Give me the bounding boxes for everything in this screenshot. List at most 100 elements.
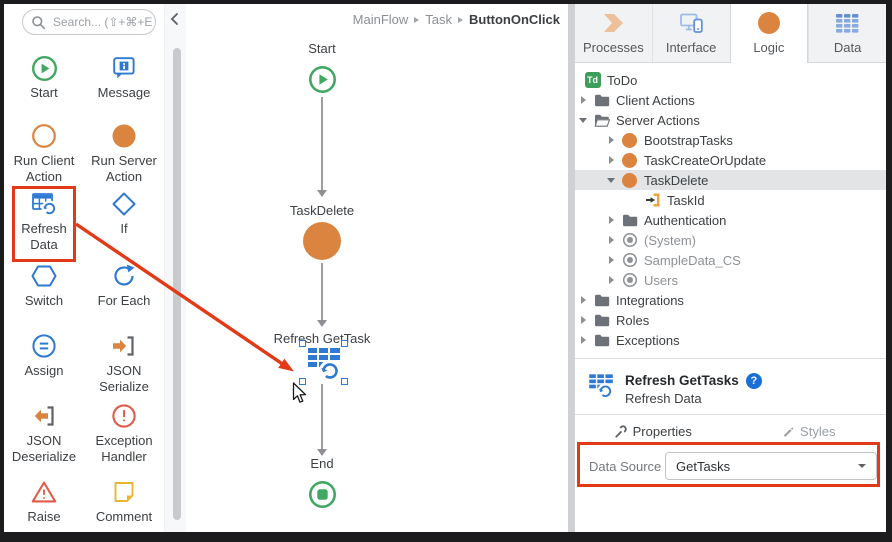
selection-handle[interactable] [341, 378, 348, 385]
selection-handle[interactable] [341, 340, 348, 347]
toolbox-grid: Start Message Run Client Action Run Serv… [4, 52, 164, 532]
reference-icon [621, 232, 638, 248]
tree-item-todo[interactable]: Td ToDo [575, 70, 886, 90]
tool-refresh-data[interactable]: Refresh Data [4, 188, 84, 260]
tree-item-taskcreateorupdate[interactable]: TaskCreateOrUpdate [575, 150, 886, 170]
search-input[interactable] [51, 14, 155, 30]
tool-run-client-action[interactable]: Run Client Action [4, 120, 84, 188]
tab-processes[interactable]: Processes [575, 4, 652, 62]
run-client-action-icon [31, 122, 57, 150]
tool-comment[interactable]: Comment [84, 476, 164, 532]
tab-styles[interactable]: Styles [731, 424, 887, 439]
tree-item-bootstraptasks[interactable]: BootstrapTasks [575, 130, 886, 150]
folder-icon [593, 92, 610, 108]
divider [575, 358, 886, 359]
node-refresh-gettask[interactable] [305, 347, 343, 387]
selection-handle[interactable] [299, 340, 306, 347]
expand-arrow-icon[interactable] [606, 134, 618, 146]
tool-start[interactable]: Start [4, 52, 84, 120]
tool-exception-handler[interactable]: Exception Handler [84, 400, 164, 476]
tree-item-users[interactable]: Users [575, 270, 886, 290]
expand-arrow-icon[interactable] [606, 234, 618, 246]
tree-item-sampledata-cs[interactable]: SampleData_CS [575, 250, 886, 270]
expand-arrow-icon[interactable] [606, 174, 618, 186]
expand-arrow-icon[interactable] [578, 294, 590, 306]
tool-label: Raise [27, 509, 61, 524]
tab-label: Data [833, 40, 862, 55]
tool-run-server-action[interactable]: Run Server Action [84, 120, 164, 188]
selection-handle[interactable] [299, 378, 306, 385]
breadcrumb: MainFlow Task ButtonOnClick [353, 12, 560, 27]
connector-refresh-end[interactable] [317, 384, 327, 456]
node-taskdelete[interactable] [302, 221, 342, 266]
tool-switch[interactable]: Switch [4, 260, 84, 330]
tab-data[interactable]: Data [808, 4, 886, 62]
tool-json-deserialize[interactable]: JSON Deserialize [4, 400, 84, 476]
connector-start-taskdelete[interactable] [317, 97, 327, 197]
tool-assign[interactable]: Assign [4, 330, 84, 400]
help-badge[interactable]: ? [745, 372, 762, 389]
tab-label: Logic [753, 40, 785, 55]
tool-if[interactable]: If [84, 188, 164, 260]
data-source-select[interactable]: GetTasks [665, 452, 877, 480]
expand-arrow-icon[interactable] [578, 314, 590, 326]
collapse-toolbox-button[interactable] [169, 12, 181, 26]
flow-canvas[interactable]: MainFlow Task ButtonOnClick Start TaskDe… [186, 4, 568, 532]
expand-arrow-icon[interactable] [606, 214, 618, 226]
tool-for-each[interactable]: For Each [84, 260, 164, 330]
tree-item-client-actions[interactable]: Client Actions [575, 90, 886, 110]
selected-element-type: Refresh Data [625, 390, 702, 406]
tool-label: Start [30, 85, 58, 100]
switch-icon [30, 262, 58, 290]
tab-label: Interface [665, 40, 717, 55]
tree-item-authentication[interactable]: Authentication [575, 210, 886, 230]
tab-interface[interactable]: Interface [651, 4, 730, 62]
tree-item-taskdelete[interactable]: TaskDelete [575, 170, 886, 190]
folder-icon [621, 212, 638, 228]
toolbox-search[interactable] [22, 9, 156, 35]
logic-tree: Td ToDo Client Actions Server Actions Bo… [575, 62, 886, 350]
breadcrumb-buttononclick[interactable]: ButtonOnClick [469, 12, 560, 27]
refresh-data-properties-icon [587, 373, 615, 405]
folder-open-icon [593, 112, 610, 128]
reference-icon [621, 272, 638, 288]
end-node-icon [309, 481, 336, 508]
node-end[interactable] [308, 480, 337, 514]
exception-handler-icon [111, 402, 137, 430]
node-label-start: Start [308, 41, 336, 56]
tool-label: Refresh Data [21, 221, 67, 253]
breadcrumb-separator-icon [458, 16, 463, 23]
tool-json-serialize[interactable]: JSON Serialize [84, 330, 164, 400]
toolbox-scrollbar[interactable] [173, 48, 181, 520]
tree-item-system[interactable]: (System) [575, 230, 886, 250]
expand-arrow-icon[interactable] [578, 114, 590, 126]
espace-icon: Td [584, 72, 601, 88]
node-label-end: End [310, 456, 334, 471]
breadcrumb-mainflow[interactable]: MainFlow [352, 12, 409, 27]
expand-arrow-icon[interactable] [578, 334, 590, 346]
tool-label: Run Client Action [13, 153, 75, 185]
tree-item-server-actions[interactable]: Server Actions [575, 110, 886, 130]
tab-properties[interactable]: Properties [575, 424, 731, 439]
expand-arrow-icon[interactable] [606, 154, 618, 166]
tool-message[interactable]: Message [84, 52, 164, 120]
node-start[interactable] [308, 65, 337, 99]
breadcrumb-task[interactable]: Task [425, 12, 452, 27]
expand-arrow-icon[interactable] [578, 94, 590, 106]
tab-logic[interactable]: Logic [729, 4, 809, 63]
server-action-icon [621, 152, 638, 168]
node-label-refresh-gettask: Refresh GetTask [273, 331, 371, 346]
panel-divider[interactable] [568, 4, 575, 532]
tree-item-exceptions[interactable]: Exceptions [575, 330, 886, 350]
processes-icon [601, 11, 626, 35]
tree-item-taskid[interactable]: TaskId [575, 190, 886, 210]
expand-arrow-icon[interactable] [606, 274, 618, 286]
tree-item-roles[interactable]: Roles [575, 310, 886, 330]
toolbox-collapse-strip [164, 4, 186, 532]
tree-item-integrations[interactable]: Integrations [575, 290, 886, 310]
chevron-left-icon [170, 13, 178, 25]
tool-raise[interactable]: Raise [4, 476, 84, 532]
tool-label: Message [97, 85, 151, 100]
expand-arrow-icon[interactable] [606, 254, 618, 266]
connector-taskdelete-refresh[interactable] [317, 263, 327, 327]
